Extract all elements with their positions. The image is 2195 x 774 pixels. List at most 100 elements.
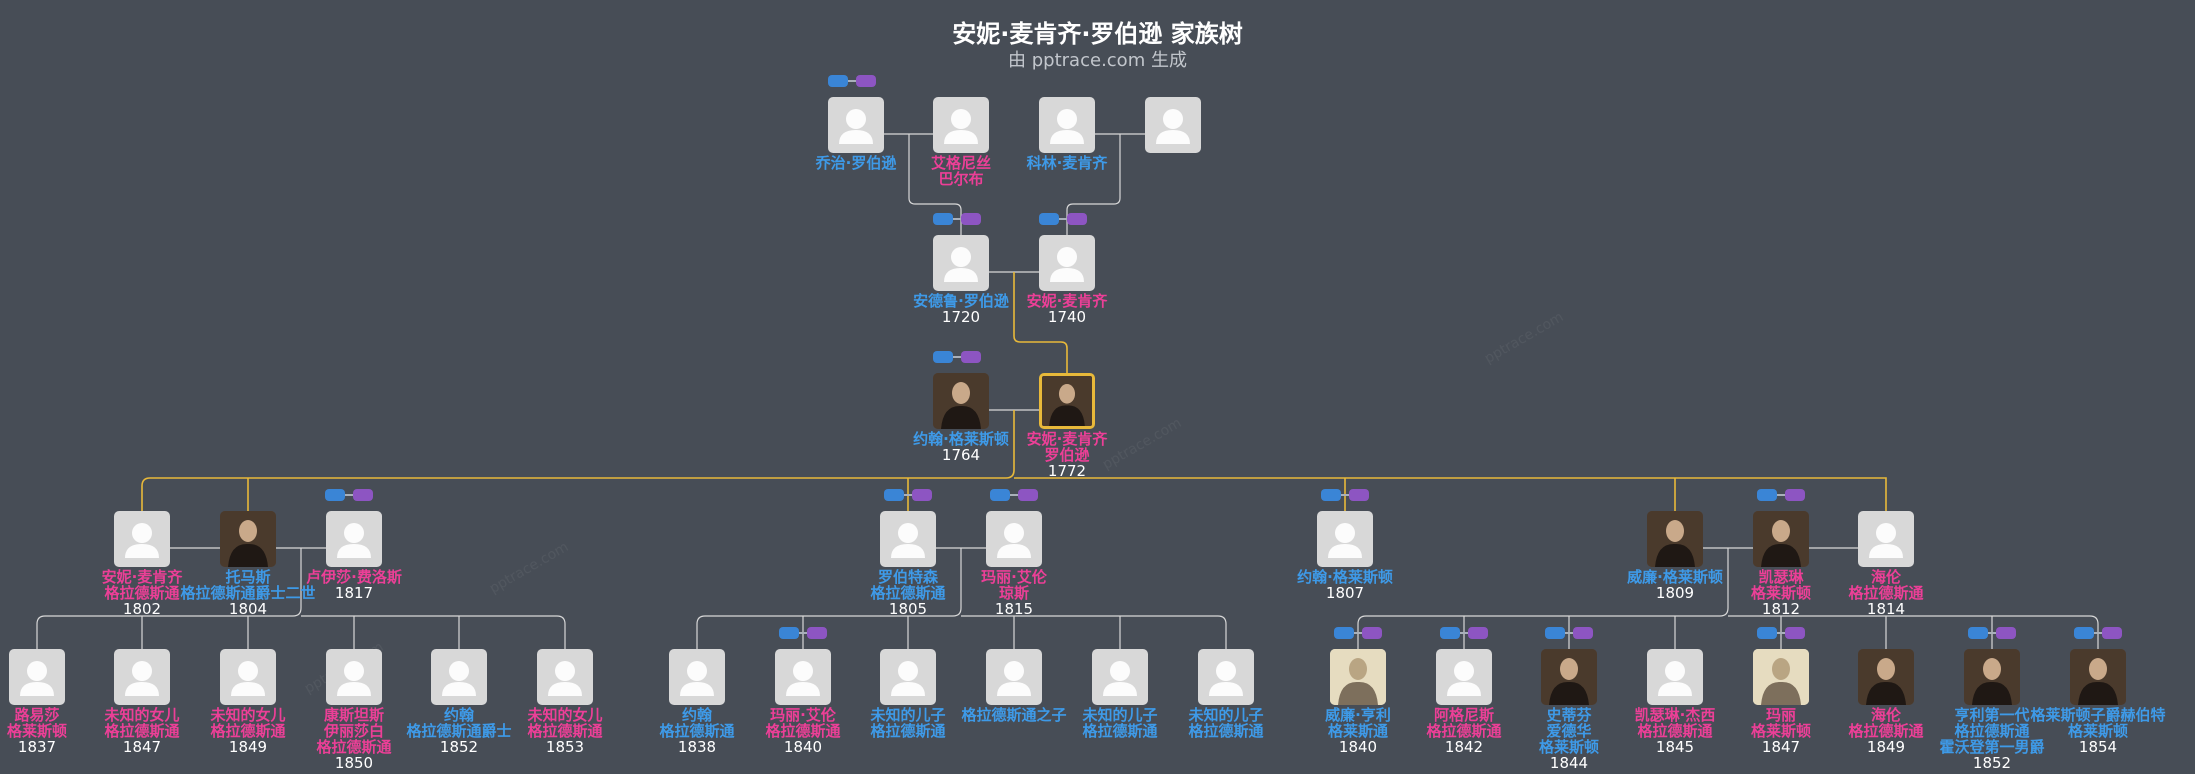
show-descendants-button[interactable] [1362, 627, 1382, 639]
person-name[interactable]: 科林·麦肯齐 [1026, 154, 1108, 172]
person-silhouette-icon[interactable] [880, 649, 936, 705]
show-descendants-button[interactable] [961, 213, 981, 225]
person-silhouette-icon[interactable] [1647, 649, 1703, 705]
person-name[interactable]: 格莱斯顿子爵赫伯特 格莱斯顿 [2030, 706, 2166, 740]
show-descendants-button[interactable] [961, 351, 981, 363]
show-descendants-button[interactable] [1573, 627, 1593, 639]
show-ancestors-button[interactable] [828, 75, 848, 87]
show-descendants-button[interactable] [912, 489, 932, 501]
person-name[interactable]: 约翰·格莱斯顿 [913, 430, 1009, 448]
show-descendants-button[interactable] [353, 489, 373, 501]
show-ancestors-button[interactable] [325, 489, 345, 501]
person-silhouette-icon[interactable] [1858, 511, 1914, 567]
show-descendants-button[interactable] [2102, 627, 2122, 639]
person-name[interactable]: 未知的儿子 格拉德斯通 [1188, 706, 1264, 740]
show-descendants-button[interactable] [1468, 627, 1488, 639]
person-silhouette-icon[interactable] [828, 97, 884, 153]
person-silhouette-icon[interactable] [1092, 649, 1148, 705]
show-descendants-button[interactable] [1067, 213, 1087, 225]
show-ancestors-button[interactable] [1039, 213, 1059, 225]
show-descendants-button[interactable] [856, 75, 876, 87]
person-name[interactable]: 卢伊莎·费洛斯 [306, 568, 402, 586]
show-ancestors-button[interactable] [1440, 627, 1460, 639]
person-name[interactable]: 海伦 格拉德斯通 [1848, 568, 1924, 602]
person-silhouette-icon[interactable] [986, 511, 1042, 567]
person-name[interactable]: 艾格尼丝 巴尔布 [930, 154, 991, 188]
person-name[interactable]: 安德鲁·罗伯逊 [913, 292, 1009, 310]
show-ancestors-button[interactable] [1334, 627, 1354, 639]
show-descendants-button[interactable] [1785, 627, 1805, 639]
person-name[interactable]: 凯瑟琳·杰西 格拉德斯通 [1634, 706, 1716, 740]
person-name[interactable]: 史蒂芬 爱德华 格莱斯顿 [1538, 706, 1599, 756]
person-silhouette-icon[interactable] [1436, 649, 1492, 705]
person-silhouette-icon[interactable] [1039, 97, 1095, 153]
person-name[interactable]: 约翰 格拉德斯通 [659, 706, 735, 740]
person-silhouette-icon[interactable] [1317, 511, 1373, 567]
person-silhouette-icon[interactable] [880, 511, 936, 567]
show-descendants-button[interactable] [1018, 489, 1038, 501]
portrait-photo[interactable] [1647, 511, 1703, 567]
person-name[interactable]: 乔治·罗伯逊 [815, 154, 897, 172]
person-silhouette-icon[interactable] [9, 649, 65, 705]
person-silhouette-icon[interactable] [933, 235, 989, 291]
person-name[interactable]: 玛丽·艾伦 琼斯 [981, 568, 1047, 602]
person-name[interactable]: 路易莎 格莱斯顿 [6, 706, 67, 740]
portrait-photo[interactable] [1753, 511, 1809, 567]
show-descendants-button[interactable] [1996, 627, 2016, 639]
person-name[interactable]: 安妮·麦肯齐 格拉德斯通 [101, 568, 183, 602]
show-ancestors-button[interactable] [1757, 489, 1777, 501]
portrait-photo[interactable] [1039, 373, 1095, 429]
show-ancestors-button[interactable] [990, 489, 1010, 501]
show-ancestors-button[interactable] [884, 489, 904, 501]
show-ancestors-button[interactable] [779, 627, 799, 639]
person-name[interactable]: 罗伯特森 格拉德斯通 [870, 568, 946, 602]
person-silhouette-icon[interactable] [1198, 649, 1254, 705]
person-name[interactable]: 安妮·麦肯齐 罗伯逊 [1026, 430, 1108, 464]
portrait-photo[interactable] [933, 373, 989, 429]
person-name[interactable]: 约翰·格莱斯顿 [1297, 568, 1393, 586]
person-silhouette-icon[interactable] [1145, 97, 1201, 153]
person-silhouette-icon[interactable] [114, 649, 170, 705]
person-name[interactable]: 威廉·亨利 格莱斯通 [1325, 706, 1391, 740]
show-descendants-button[interactable] [1349, 489, 1369, 501]
person-name[interactable]: 未知的女儿 格拉德斯通 [104, 706, 180, 740]
person-name[interactable]: 托马斯 格拉德斯通爵士二世 [180, 568, 316, 602]
person-silhouette-icon[interactable] [220, 649, 276, 705]
person-silhouette-icon[interactable] [669, 649, 725, 705]
person-name[interactable]: 玛丽·艾伦 格拉德斯通 [765, 706, 841, 740]
show-ancestors-button[interactable] [1757, 627, 1777, 639]
person-name[interactable]: 威廉·格莱斯顿 [1627, 568, 1723, 586]
person-silhouette-icon[interactable] [537, 649, 593, 705]
portrait-photo[interactable] [1541, 649, 1597, 705]
portrait-photo[interactable] [1330, 649, 1386, 705]
person-silhouette-icon[interactable] [775, 649, 831, 705]
person-name[interactable]: 玛丽 格莱斯顿 [1750, 706, 1811, 740]
person-silhouette-icon[interactable] [431, 649, 487, 705]
portrait-photo[interactable] [1753, 649, 1809, 705]
person-silhouette-icon[interactable] [114, 511, 170, 567]
person-name[interactable]: 海伦 格拉德斯通 [1848, 706, 1924, 740]
person-name[interactable]: 康斯坦斯 伊丽莎白 格拉德斯通 [316, 706, 392, 756]
portrait-photo[interactable] [220, 511, 276, 567]
show-ancestors-button[interactable] [1968, 627, 1988, 639]
show-ancestors-button[interactable] [2074, 627, 2094, 639]
person-name[interactable]: 安妮·麦肯齐 [1026, 292, 1108, 310]
person-name[interactable]: 格拉德斯通之子 [961, 706, 1067, 724]
show-descendants-button[interactable] [807, 627, 827, 639]
portrait-photo[interactable] [1858, 649, 1914, 705]
person-name[interactable]: 未知的儿子 格拉德斯通 [1082, 706, 1158, 740]
show-ancestors-button[interactable] [1545, 627, 1565, 639]
person-name[interactable]: 约翰 格拉德斯通爵士 [406, 706, 512, 740]
show-descendants-button[interactable] [1785, 489, 1805, 501]
person-silhouette-icon[interactable] [326, 511, 382, 567]
person-name[interactable]: 凯瑟琳 格莱斯顿 [1750, 568, 1811, 602]
person-name[interactable]: 未知的女儿 格拉德斯通 [527, 706, 603, 740]
person-name[interactable]: 未知的女儿 格拉德斯通 [210, 706, 286, 740]
person-silhouette-icon[interactable] [1039, 235, 1095, 291]
person-silhouette-icon[interactable] [933, 97, 989, 153]
show-ancestors-button[interactable] [1321, 489, 1341, 501]
show-ancestors-button[interactable] [933, 213, 953, 225]
show-ancestors-button[interactable] [933, 351, 953, 363]
person-name[interactable]: 未知的儿子 格拉德斯通 [870, 706, 946, 740]
person-silhouette-icon[interactable] [326, 649, 382, 705]
